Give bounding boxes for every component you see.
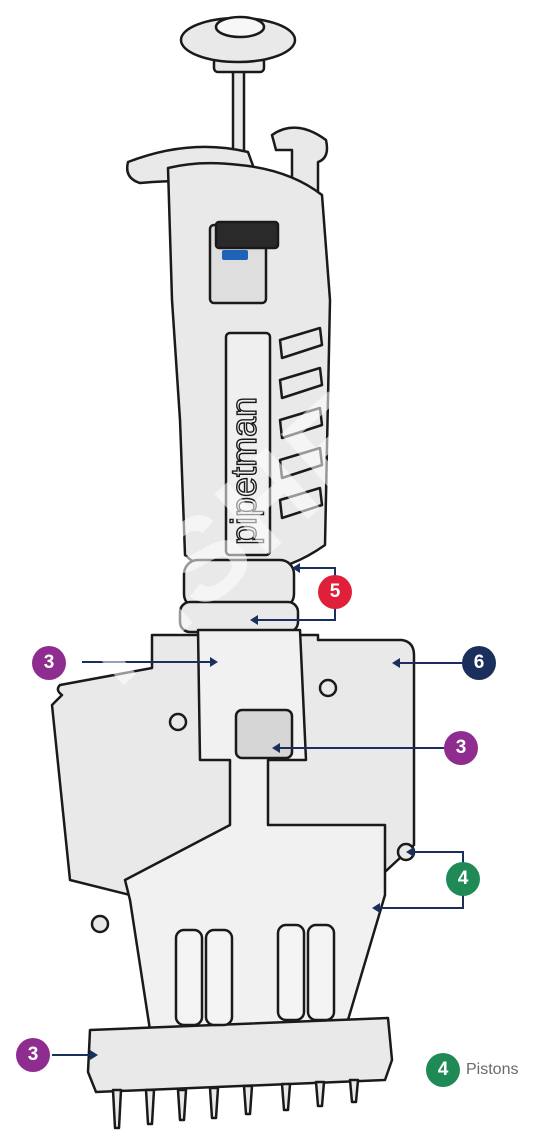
label-panel [224,331,272,557]
piston-tube [174,928,204,1027]
grip-rib [278,486,324,520]
piston-tube [276,923,306,1022]
callout-badge-4: 4 [446,862,480,896]
tip-cone [348,1078,360,1104]
arrowhead [250,615,258,625]
grip-rib [278,406,324,440]
callout-badge-6: 6 [462,646,496,680]
tip-cone [280,1082,292,1112]
arrowhead [406,847,414,857]
callout-badge-5: 5 [318,575,352,609]
legend-label: Pistons [466,1061,519,1078]
callout-badge-3-bottom-left: 3 [16,1038,50,1072]
arrowhead [272,743,280,753]
grip-rib [278,326,324,360]
volume-knob [214,220,280,250]
legend-badge: 4 [426,1053,460,1087]
tip-cone [111,1088,123,1130]
piston-tube [306,923,336,1022]
tip-cone [242,1084,254,1116]
tip-cone [208,1086,220,1120]
callout-badge-3-top-left: 3 [32,646,66,680]
arrowhead [372,903,380,913]
callout-badge-3-middle-right: 3 [444,731,478,765]
screw [90,914,110,934]
piston-tube [204,928,234,1027]
legend: 4 Pistons [426,1053,518,1087]
grip-rib [278,366,324,400]
screw [318,678,338,698]
arrowhead [392,658,400,668]
tip-cone [176,1088,188,1122]
plunger-cap-top [214,15,266,39]
tip-cone [144,1088,156,1126]
volume-indicator [222,250,248,260]
arrowhead [292,563,300,573]
product-label: pipetman [223,397,264,545]
arrowhead [210,657,218,667]
grip-rib [278,446,324,480]
lock-button [234,708,294,760]
rotating-ring-lower [178,600,300,634]
tip-cone [314,1080,326,1108]
screw [168,712,188,732]
arrowhead [90,1050,98,1060]
nozzle-block [86,1016,394,1094]
